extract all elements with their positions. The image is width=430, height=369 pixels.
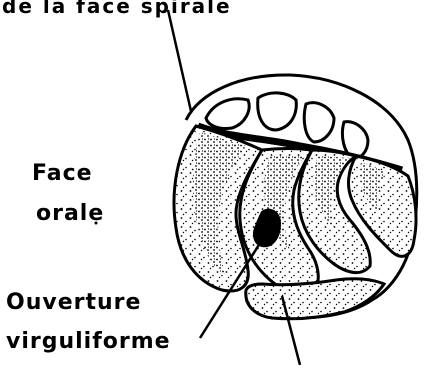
label-spiral-face: de la face spirale (2, 0, 232, 18)
label-face-line2: orale (36, 201, 104, 226)
label-ouverture-line2: virguliforme (6, 329, 171, 354)
label-face-line1: Face (32, 161, 93, 186)
leader-line-top (168, 10, 193, 120)
label-ouverture-line1: Ouverture (6, 290, 141, 315)
lower-lobe (246, 279, 384, 319)
